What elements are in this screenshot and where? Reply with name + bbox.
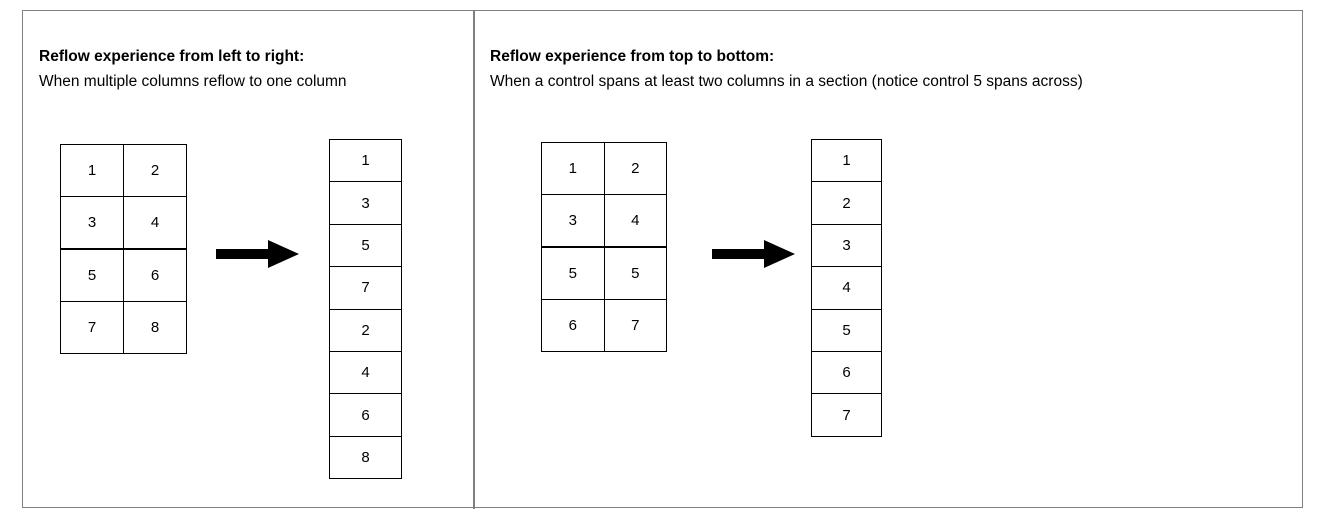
table-row: 1 2: [60, 144, 187, 197]
page-title-right: Reflow experience from top to bottom:: [490, 48, 775, 65]
grid-cell: 8: [123, 301, 187, 354]
list-cell: 4: [329, 350, 402, 395]
right-arrow-icon: [216, 239, 300, 274]
list-cell: 6: [329, 393, 402, 437]
list-item: 7: [811, 393, 882, 437]
grid-cell: 7: [603, 299, 667, 352]
list-item: 5: [811, 308, 882, 352]
page-subtitle-left: When multiple columns reflow to one colu…: [39, 73, 347, 90]
list-item: 1: [811, 138, 882, 183]
heading-block-left: Reflow experience from left to right: Wh…: [39, 44, 467, 95]
heading-block-right: Reflow experience from top to bottom: Wh…: [490, 44, 1279, 95]
list-cell: 8: [329, 435, 402, 480]
table-row-spanning-control: 5 5: [541, 246, 667, 300]
page-title-left: Reflow experience from left to right:: [39, 48, 305, 65]
right-arrow-icon: [712, 239, 796, 274]
list-item: 2: [329, 308, 402, 352]
grid-cell: 3: [541, 194, 605, 248]
panel-top-to-bottom: Reflow experience from top to bottom: Wh…: [474, 11, 1304, 509]
source-grid-right: 1 2 3 4 5 5 6 7: [541, 142, 667, 352]
list-item: 3: [329, 181, 402, 225]
reflowed-list-right: 1 2 3 4 5 6 7: [811, 138, 882, 437]
list-item: 1: [329, 138, 402, 183]
list-item: 3: [811, 223, 882, 268]
table-row: 5 6: [60, 248, 187, 302]
list-cell: 2: [329, 308, 402, 352]
list-cell: 7: [811, 393, 882, 437]
list-cell: 5: [329, 223, 402, 268]
grid-cell: 4: [603, 194, 667, 248]
list-item: 6: [811, 350, 882, 395]
source-grid-left: 1 2 3 4 5 6 7 8: [60, 144, 187, 354]
table-row: 3 4: [541, 194, 667, 248]
grid-cell: 1: [541, 142, 605, 195]
grid-cell: 3: [60, 196, 124, 250]
list-cell: 5: [811, 308, 882, 352]
list-cell: 3: [329, 181, 402, 225]
list-cell: 6: [811, 350, 882, 395]
grid-cell: 6: [541, 299, 605, 352]
list-item: 8: [329, 435, 402, 480]
list-item: 6: [329, 393, 402, 437]
reflowed-list-left: 1 3 5 7 2 4 6 8: [329, 138, 402, 480]
grid-cell: 6: [123, 248, 187, 302]
list-item: 2: [811, 181, 882, 225]
grid-cell: 7: [60, 301, 124, 354]
grid-cell: 2: [123, 144, 187, 197]
panel-divider: [473, 11, 475, 509]
grid-cell: 4: [123, 196, 187, 250]
grid-cell-span-left: 5: [541, 246, 605, 300]
table-row: 6 7: [541, 299, 667, 352]
grid-cell-span-right: 5: [603, 246, 667, 300]
list-cell: 1: [811, 138, 882, 183]
panel-left-to-right: Reflow experience from left to right: Wh…: [23, 11, 473, 509]
grid-cell: 2: [603, 142, 667, 195]
list-cell: 3: [811, 223, 882, 268]
list-cell: 4: [811, 266, 882, 310]
list-item: 5: [329, 223, 402, 268]
list-item: 4: [811, 266, 882, 310]
diagram-frame: Reflow experience from left to right: Wh…: [22, 10, 1304, 509]
grid-cell: 1: [60, 144, 124, 197]
list-item: 4: [329, 350, 402, 395]
list-cell: 7: [329, 266, 402, 310]
table-row: 1 2: [541, 142, 667, 195]
grid-cell: 5: [60, 248, 124, 302]
table-row: 3 4: [60, 196, 187, 250]
table-row: 7 8: [60, 301, 187, 354]
list-item: 7: [329, 266, 402, 310]
list-cell: 1: [329, 138, 402, 183]
page-subtitle-right: When a control spans at least two column…: [490, 73, 1083, 90]
list-cell: 2: [811, 181, 882, 225]
